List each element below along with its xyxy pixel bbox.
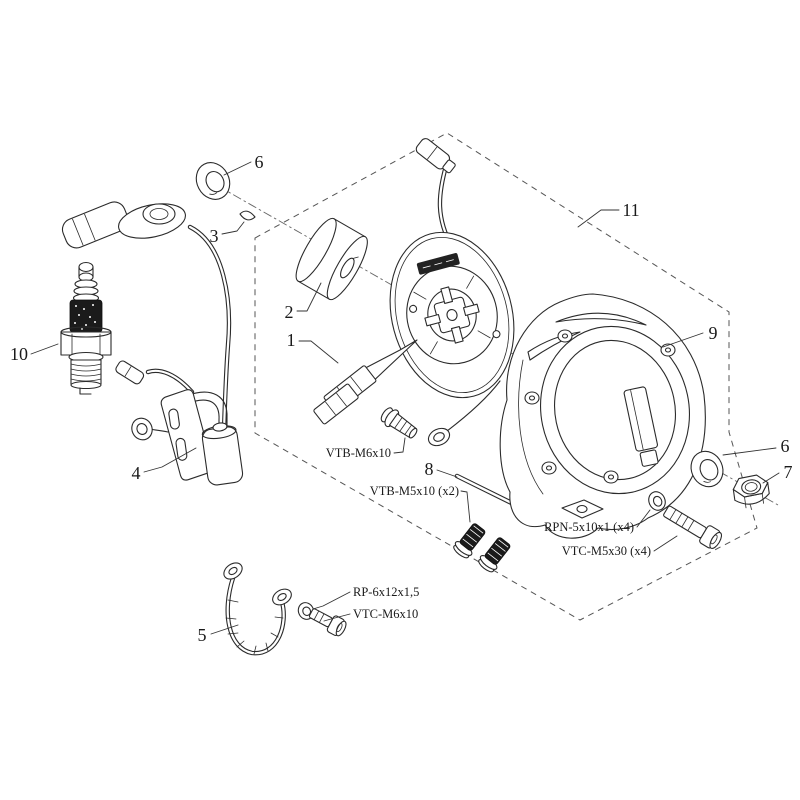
label-rpn-5x10x1: RPN-5x10x1 (x4) <box>544 520 634 534</box>
callout-9: 9 <box>709 323 718 343</box>
bullet-connector <box>415 138 456 174</box>
flywheel-cover <box>499 293 706 539</box>
label-vtc-m5x30: VTC-M5x30 (x4) <box>562 544 651 558</box>
callout-3: 3 <box>210 226 219 246</box>
woodruff-key <box>239 210 256 221</box>
spark-plug-cap <box>61 201 186 249</box>
washer-6-top <box>195 162 231 200</box>
ground-cable <box>223 562 292 656</box>
callout-1: 1 <box>287 330 296 350</box>
spark-plug <box>60 261 112 395</box>
ignition-coil <box>115 360 244 486</box>
callout-6-top: 6 <box>255 152 264 172</box>
cover-bosses <box>524 329 676 484</box>
washer-6-right <box>690 450 724 488</box>
bolt-vtc-m5x30 <box>663 505 723 549</box>
callout-8: 8 <box>425 459 434 479</box>
screw-vtb-m6x10 <box>380 407 418 439</box>
nut-7 <box>732 474 770 509</box>
callout-6-right: 6 <box>781 436 790 456</box>
rotor <box>295 217 368 301</box>
label-vtb-m5x10: VTB-M5x10 (x2) <box>370 484 459 498</box>
ht-lead-wire <box>187 224 232 433</box>
bolt-vtc-m6x10 <box>308 608 347 637</box>
stator-assembly <box>313 231 515 447</box>
screws-vtb-m5x10 <box>453 523 511 573</box>
label-rp-6x12x15: RP-6x12x1,5 <box>353 585 419 599</box>
callout-2: 2 <box>285 302 294 322</box>
label-vtc-m6x10: VTC-M6x10 <box>353 607 418 621</box>
callout-4: 4 <box>132 463 141 483</box>
callout-11: 11 <box>622 200 639 220</box>
callout-5: 5 <box>198 625 207 645</box>
washer-rpn <box>648 491 666 511</box>
callout-10: 10 <box>10 344 28 364</box>
callout-7: 7 <box>784 462 793 482</box>
label-vtb-m6x10: VTB-M6x10 <box>326 446 391 460</box>
leader-lines <box>30 161 780 635</box>
